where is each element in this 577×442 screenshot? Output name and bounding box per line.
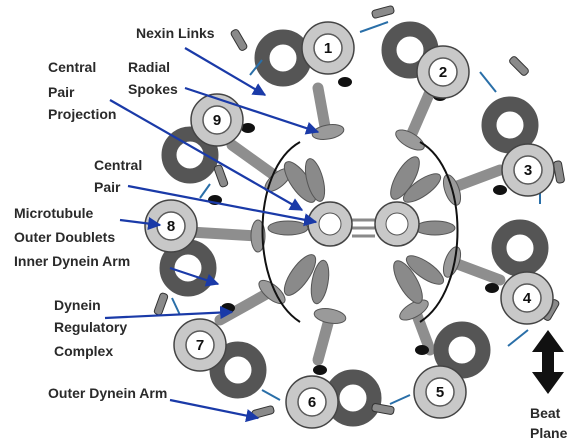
label-beat-plane-1: Beat [530,405,561,421]
doublet-number-7: 7 [196,337,204,354]
label-dynein-regulatory-2: Regulatory [54,319,127,335]
doublet-number-8: 8 [167,218,175,235]
outer-doublet-7: 7 [174,319,226,371]
doublet-number-5: 5 [436,384,444,401]
central-bridge [352,220,375,236]
outer-doublet-8: 8 [145,200,197,252]
label-outer-dynein-arm: Outer Dynein Arm [48,385,167,401]
doublet-number-2: 2 [439,64,447,81]
label-nexin-links: Nexin Links [136,25,215,41]
dynein-regulatory-arrow [105,312,232,318]
label-central-pair-2: Pair [94,179,121,195]
label-dynein-regulatory-3: Complex [54,343,113,359]
label-central-pair-projection-3: Projection [48,106,116,122]
label-beat-plane-2: Plane [530,425,568,441]
doublet-number-1: 1 [324,40,332,57]
outer-doublet-3: 3 [502,144,554,196]
b-subfibers [167,29,541,419]
outer-doublet-2: 2 [417,46,469,98]
doublet-number-6: 6 [308,394,316,411]
outer-doublet-4: 4 [501,272,553,324]
outer-doublet-6: 6 [286,376,338,428]
label-radial-spokes-1: Radial [128,59,170,75]
central-pair [308,202,419,246]
outer-dynein-arm-arrow [170,400,258,418]
label-inner-dynein-arm: Inner Dynein Arm [14,253,130,269]
label-microtubule-2: Outer Doublets [14,229,115,245]
outer-doublet-9: 9 [191,94,243,146]
label-microtubule-1: Microtubule [14,205,94,221]
doublet-number-4: 4 [523,290,532,307]
doublet-number-9: 9 [213,112,221,129]
beat-plane-arrow [532,330,564,394]
doublet-number-3: 3 [524,162,532,179]
outer-doublet-1: 1 [302,22,354,74]
central-projections [268,153,455,308]
label-radial-spokes-2: Spokes [128,81,178,97]
label-central-pair-projection-2: Pair [48,84,75,100]
label-central-pair-projection-1: Central [48,59,96,75]
label-dynein-regulatory-1: Dynein [54,297,101,313]
label-central-pair-1: Central [94,157,142,173]
outer-doublet-5: 5 [414,366,466,418]
